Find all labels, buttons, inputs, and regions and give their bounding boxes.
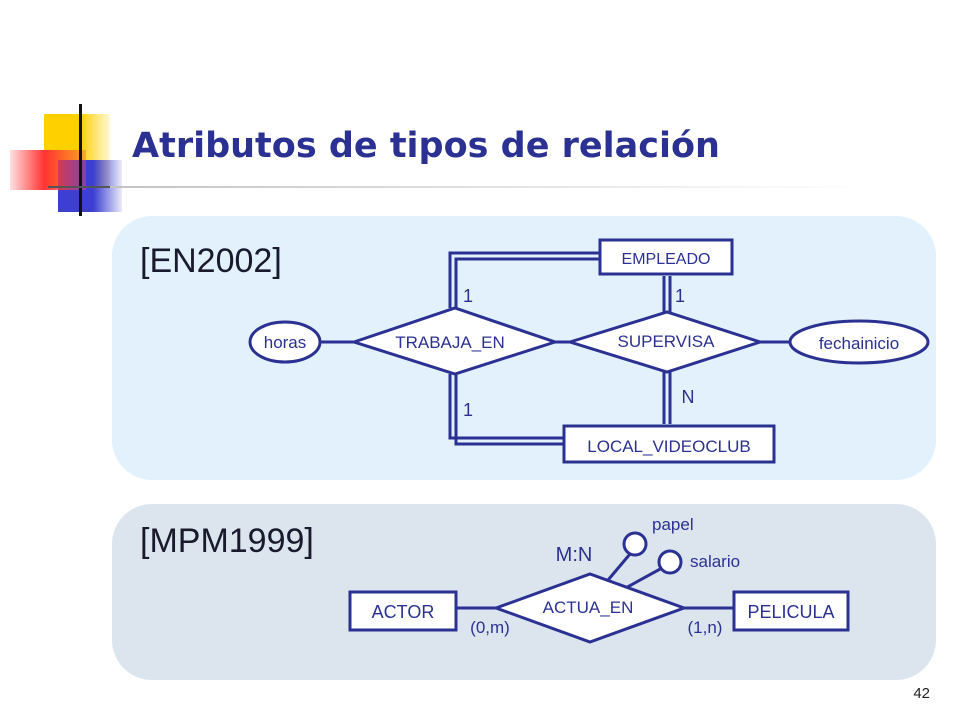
entity-empleado bbox=[598, 238, 734, 276]
label-papel: papel bbox=[652, 515, 694, 534]
slide-title: Atributos de tipos de relación bbox=[132, 126, 720, 166]
label-local-videoclub: LOCAL_VIDEOCLUB bbox=[587, 437, 750, 456]
label-salario: salario bbox=[690, 552, 740, 571]
cardinality-supervisa-empleado: 1 bbox=[675, 286, 685, 306]
attribute-salario-circle bbox=[657, 549, 683, 575]
cardinality-actor: (0,m) bbox=[470, 618, 510, 637]
label-actua-en: ACTUA_EN bbox=[543, 598, 634, 617]
label-mn: M:N bbox=[556, 544, 593, 566]
line-salario bbox=[621, 566, 663, 592]
page-number: 42 bbox=[913, 685, 930, 702]
decor-red-square bbox=[10, 150, 86, 190]
label-pelicula: PELICULA bbox=[747, 602, 834, 622]
cardinality-trabaja-local: 1 bbox=[463, 400, 473, 420]
decor-vertical-line bbox=[79, 104, 82, 216]
entity-pelicula bbox=[732, 590, 850, 632]
attribute-fechainicio bbox=[788, 319, 930, 365]
relationship-trabaja-en bbox=[349, 306, 560, 376]
line-supervisa-local bbox=[662, 372, 672, 424]
line-trabaja-en-empleado bbox=[448, 251, 600, 308]
label-supervisa: SUPERVISA bbox=[617, 332, 715, 351]
line-trabaja-en-local bbox=[448, 374, 564, 446]
entity-local-videoclub bbox=[562, 424, 776, 464]
relationship-actua-en bbox=[491, 572, 689, 644]
cardinality-trabaja-empleado: 1 bbox=[463, 286, 473, 306]
label-horas: horas bbox=[264, 333, 307, 352]
label-fechainicio: fechainicio bbox=[819, 334, 899, 353]
title-underline bbox=[110, 186, 870, 188]
attribute-horas bbox=[248, 320, 322, 364]
relationship-supervisa bbox=[564, 310, 765, 374]
label-trabaja-en: TRABAJA_EN bbox=[395, 333, 505, 352]
reference-mpm1999: [MPM1999] bbox=[140, 522, 314, 560]
label-actor: ACTOR bbox=[372, 602, 435, 622]
label-empleado: EMPLEADO bbox=[622, 251, 711, 268]
cardinality-supervisa-local: N bbox=[682, 387, 695, 407]
reference-en2002: [EN2002] bbox=[140, 242, 282, 280]
entity-actor bbox=[348, 590, 458, 632]
attribute-papel-circle bbox=[622, 531, 648, 557]
cardinality-pelicula: (1,n) bbox=[688, 618, 723, 637]
line-supervisa-empleado bbox=[662, 276, 672, 312]
decor-horizontal-line bbox=[48, 186, 122, 188]
